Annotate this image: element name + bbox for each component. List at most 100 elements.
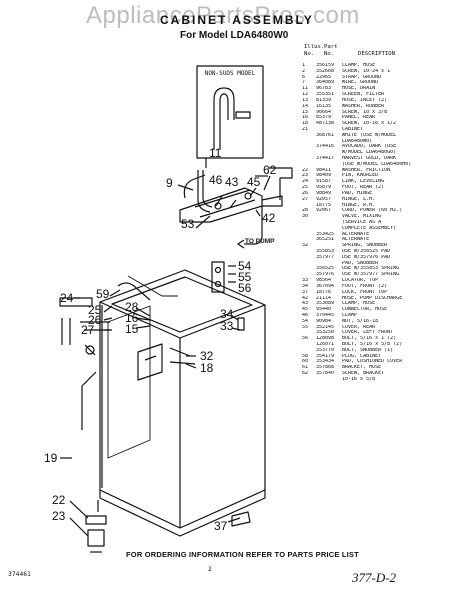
parts-row-illus-no: 54 [302, 318, 309, 324]
parts-list-row: (SERVICE AS A [302, 220, 472, 226]
leader-22 [69, 500, 89, 519]
parts-row-description: BRACKET, HOSE [342, 365, 382, 371]
parts-row-description: PIN, KNURLED [342, 173, 379, 179]
parts-row-part-no: 92067 [316, 208, 332, 214]
parts-row-part-no: 354179 [316, 353, 335, 359]
parts-row-illus-no: 43 [302, 301, 309, 307]
leader-25 [103, 305, 113, 313]
parts-row-illus-no: 14 [302, 103, 309, 109]
leader-59 [109, 289, 121, 297]
callout-33: 33 [220, 319, 234, 333]
snubber-lines [169, 347, 196, 365]
drawing-code: 374461 [8, 571, 31, 578]
parts-row-part-no: 90664 [316, 109, 332, 115]
front-foot [237, 317, 245, 331]
parts-row-description: USE W/355853 SPRING [342, 266, 400, 272]
hose-clamp-b [244, 192, 252, 200]
parts-row-description: CLAMP [342, 312, 358, 318]
leader-23 [69, 517, 89, 537]
hose-connector [261, 195, 283, 207]
callout-37: 37 [214, 519, 228, 533]
parts-row-part-no: 18775 [316, 202, 332, 208]
parts-row-part-no: 370445 [316, 312, 335, 318]
parts-list-row: PAD, SNUBBER [302, 261, 472, 267]
parts-row-part-no: 374416 [316, 144, 335, 150]
callout-42: 42 [262, 211, 276, 225]
callout-32: 32 [200, 349, 214, 363]
parts-list-row: 10-16 x 5/8 [302, 377, 472, 383]
parts-row-description: LDA6480W0) [342, 138, 373, 144]
parts-row-description: SCREW, BRACKET [342, 371, 385, 377]
callout-16: 16 [125, 311, 139, 325]
hose-assembly-detail [194, 189, 256, 218]
inset-hose-clamp [235, 111, 251, 119]
parts-row-part-no: 96783 [316, 86, 332, 92]
parts-row-part-no [316, 377, 342, 383]
hose-clamp-a [214, 202, 222, 210]
parts-list-row: 21 CABINET [302, 127, 472, 133]
parts-row-description: W/MODEL LDA6480G0) [342, 150, 397, 156]
rear-cover-bracket [211, 261, 225, 293]
to-pump-arrow [237, 239, 245, 249]
header-illus: Illus. [304, 44, 325, 50]
model-line: For Model LDA6480W0 [180, 30, 289, 41]
parts-row-description: LOCK, FRONT TOP [342, 289, 388, 295]
cover-hook [117, 282, 151, 301]
parts-row-part-no: 81339 [316, 97, 332, 103]
callout-15: 15 [125, 322, 139, 336]
leader-46 [215, 195, 223, 207]
parts-row-part-no: 353434 [316, 359, 335, 365]
callout-24: 24 [60, 291, 74, 305]
parts-row-description: CLAMP, HOSE [342, 63, 376, 68]
parts-row-part-no: 355351 [316, 92, 335, 98]
friction-washer [85, 515, 107, 525]
parts-row-illus-no: 24 [302, 179, 309, 185]
leader-9 [177, 184, 194, 191]
top-rail [127, 275, 178, 297]
parts-row-description: PLUG, CABINET [342, 353, 382, 359]
parts-row-illus-no: 1 [302, 63, 306, 68]
leader-42 [255, 209, 261, 217]
callout-46: 46 [209, 173, 223, 187]
parts-row-description: VALVE, MIXING [342, 214, 382, 220]
parts-row-part-no: 128098 [316, 336, 335, 342]
parts-row-illus-no: 7 [302, 80, 306, 86]
parts-row-illus-no: 37 [302, 289, 309, 295]
parts-row-description: SCREW, 10-16 x 1/2 [342, 121, 397, 127]
parts-row-description: SCREW, 10 x 3/8 [342, 109, 388, 115]
hose-bracket [268, 167, 293, 200]
parts-row-part-no: 21114 [316, 295, 332, 301]
parts-row-illus-no: 23 [302, 173, 309, 179]
leader-28 [135, 307, 151, 317]
parts-row-illus-no: 21 [302, 126, 309, 132]
parts-row-description: CLAMP, HOSE [342, 301, 376, 307]
callout-56: 56 [238, 281, 252, 295]
parts-row-description: (USE W/MODEL LDA6480H0) [342, 161, 412, 167]
parts-row-illus-no: 16 [302, 115, 309, 121]
leader-45 [249, 187, 257, 197]
parts-row-part-no: 368761 [316, 132, 335, 138]
parts-row-illus-no: 32 [302, 243, 309, 249]
parts-row-illus-no [302, 377, 316, 383]
parts-row-description: HOSE, INLET (2) [342, 97, 388, 103]
parts-list-header: Illus. Part No. No. DESCRIPTION [304, 44, 472, 58]
parts-row-part-no: 487138 [316, 121, 335, 127]
parts-row-description: HINGE, R.H. [342, 202, 376, 208]
parts-list-row: 18775 HINGE, R.H. [302, 203, 472, 209]
parts-row-description: WASHER, FRICTION [342, 167, 391, 173]
parts-row-illus-no: 25 [302, 185, 309, 191]
parts-row-description: PANEL, REAR [342, 115, 376, 121]
parts-row-description: CABINET [342, 126, 364, 132]
page-title: CABINET ASSEMBLY [160, 13, 314, 27]
